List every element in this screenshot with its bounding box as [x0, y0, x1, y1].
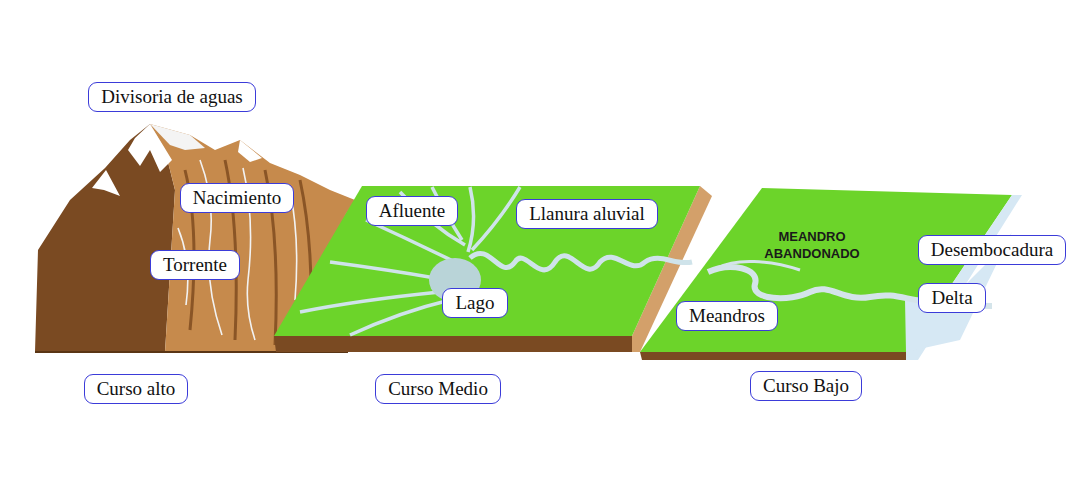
- label-text: Curso alto: [97, 378, 176, 400]
- snow-ridge: [150, 124, 205, 150]
- plain-surface: [274, 186, 700, 336]
- slab-front: [640, 352, 906, 360]
- label-text: Curso Medio: [388, 378, 488, 400]
- feature-label: MEANDRO ABANDONADO: [745, 228, 880, 262]
- label-box: Delta: [918, 283, 985, 313]
- label-box: Curso Bajo: [750, 371, 862, 401]
- mountain-dark-face: [35, 124, 175, 352]
- label-box: Nacimiento: [180, 183, 295, 213]
- label-box: Meandros: [676, 301, 778, 331]
- label-box: Llanura aluvial: [516, 199, 658, 229]
- label-text: Torrente: [163, 254, 227, 276]
- snow-patch: [92, 170, 120, 196]
- slab-front: [274, 336, 632, 352]
- label-box: Torrente: [150, 250, 240, 280]
- label-box: Lago: [442, 288, 507, 318]
- label-text: Afluente: [379, 200, 445, 222]
- label-box: Afluente: [366, 196, 458, 226]
- label-box: Divisoria de aguas: [88, 82, 255, 112]
- lower-course-block: [640, 188, 1022, 360]
- label-text: Lago: [455, 292, 494, 314]
- label-box: Curso alto: [84, 374, 189, 404]
- tributary: [300, 187, 520, 335]
- label-text: Curso Bajo: [763, 375, 849, 397]
- label-text: Llanura aluvial: [529, 203, 645, 225]
- river: [470, 253, 692, 269]
- plain-surface: [640, 188, 1012, 352]
- label-text: Meandros: [689, 305, 765, 327]
- snow-patch: [238, 140, 262, 162]
- label-text: Nacimiento: [193, 187, 282, 209]
- middle-course-block: [274, 186, 712, 352]
- label-box: Desembocadura: [918, 235, 1066, 265]
- label-text: Divisoria de aguas: [101, 86, 242, 108]
- sea: [906, 195, 1022, 360]
- delta-deposit: [925, 285, 972, 312]
- label-box: Curso Medio: [375, 374, 501, 404]
- label-text: Delta: [931, 287, 972, 309]
- label-text: Desembocadura: [931, 239, 1053, 261]
